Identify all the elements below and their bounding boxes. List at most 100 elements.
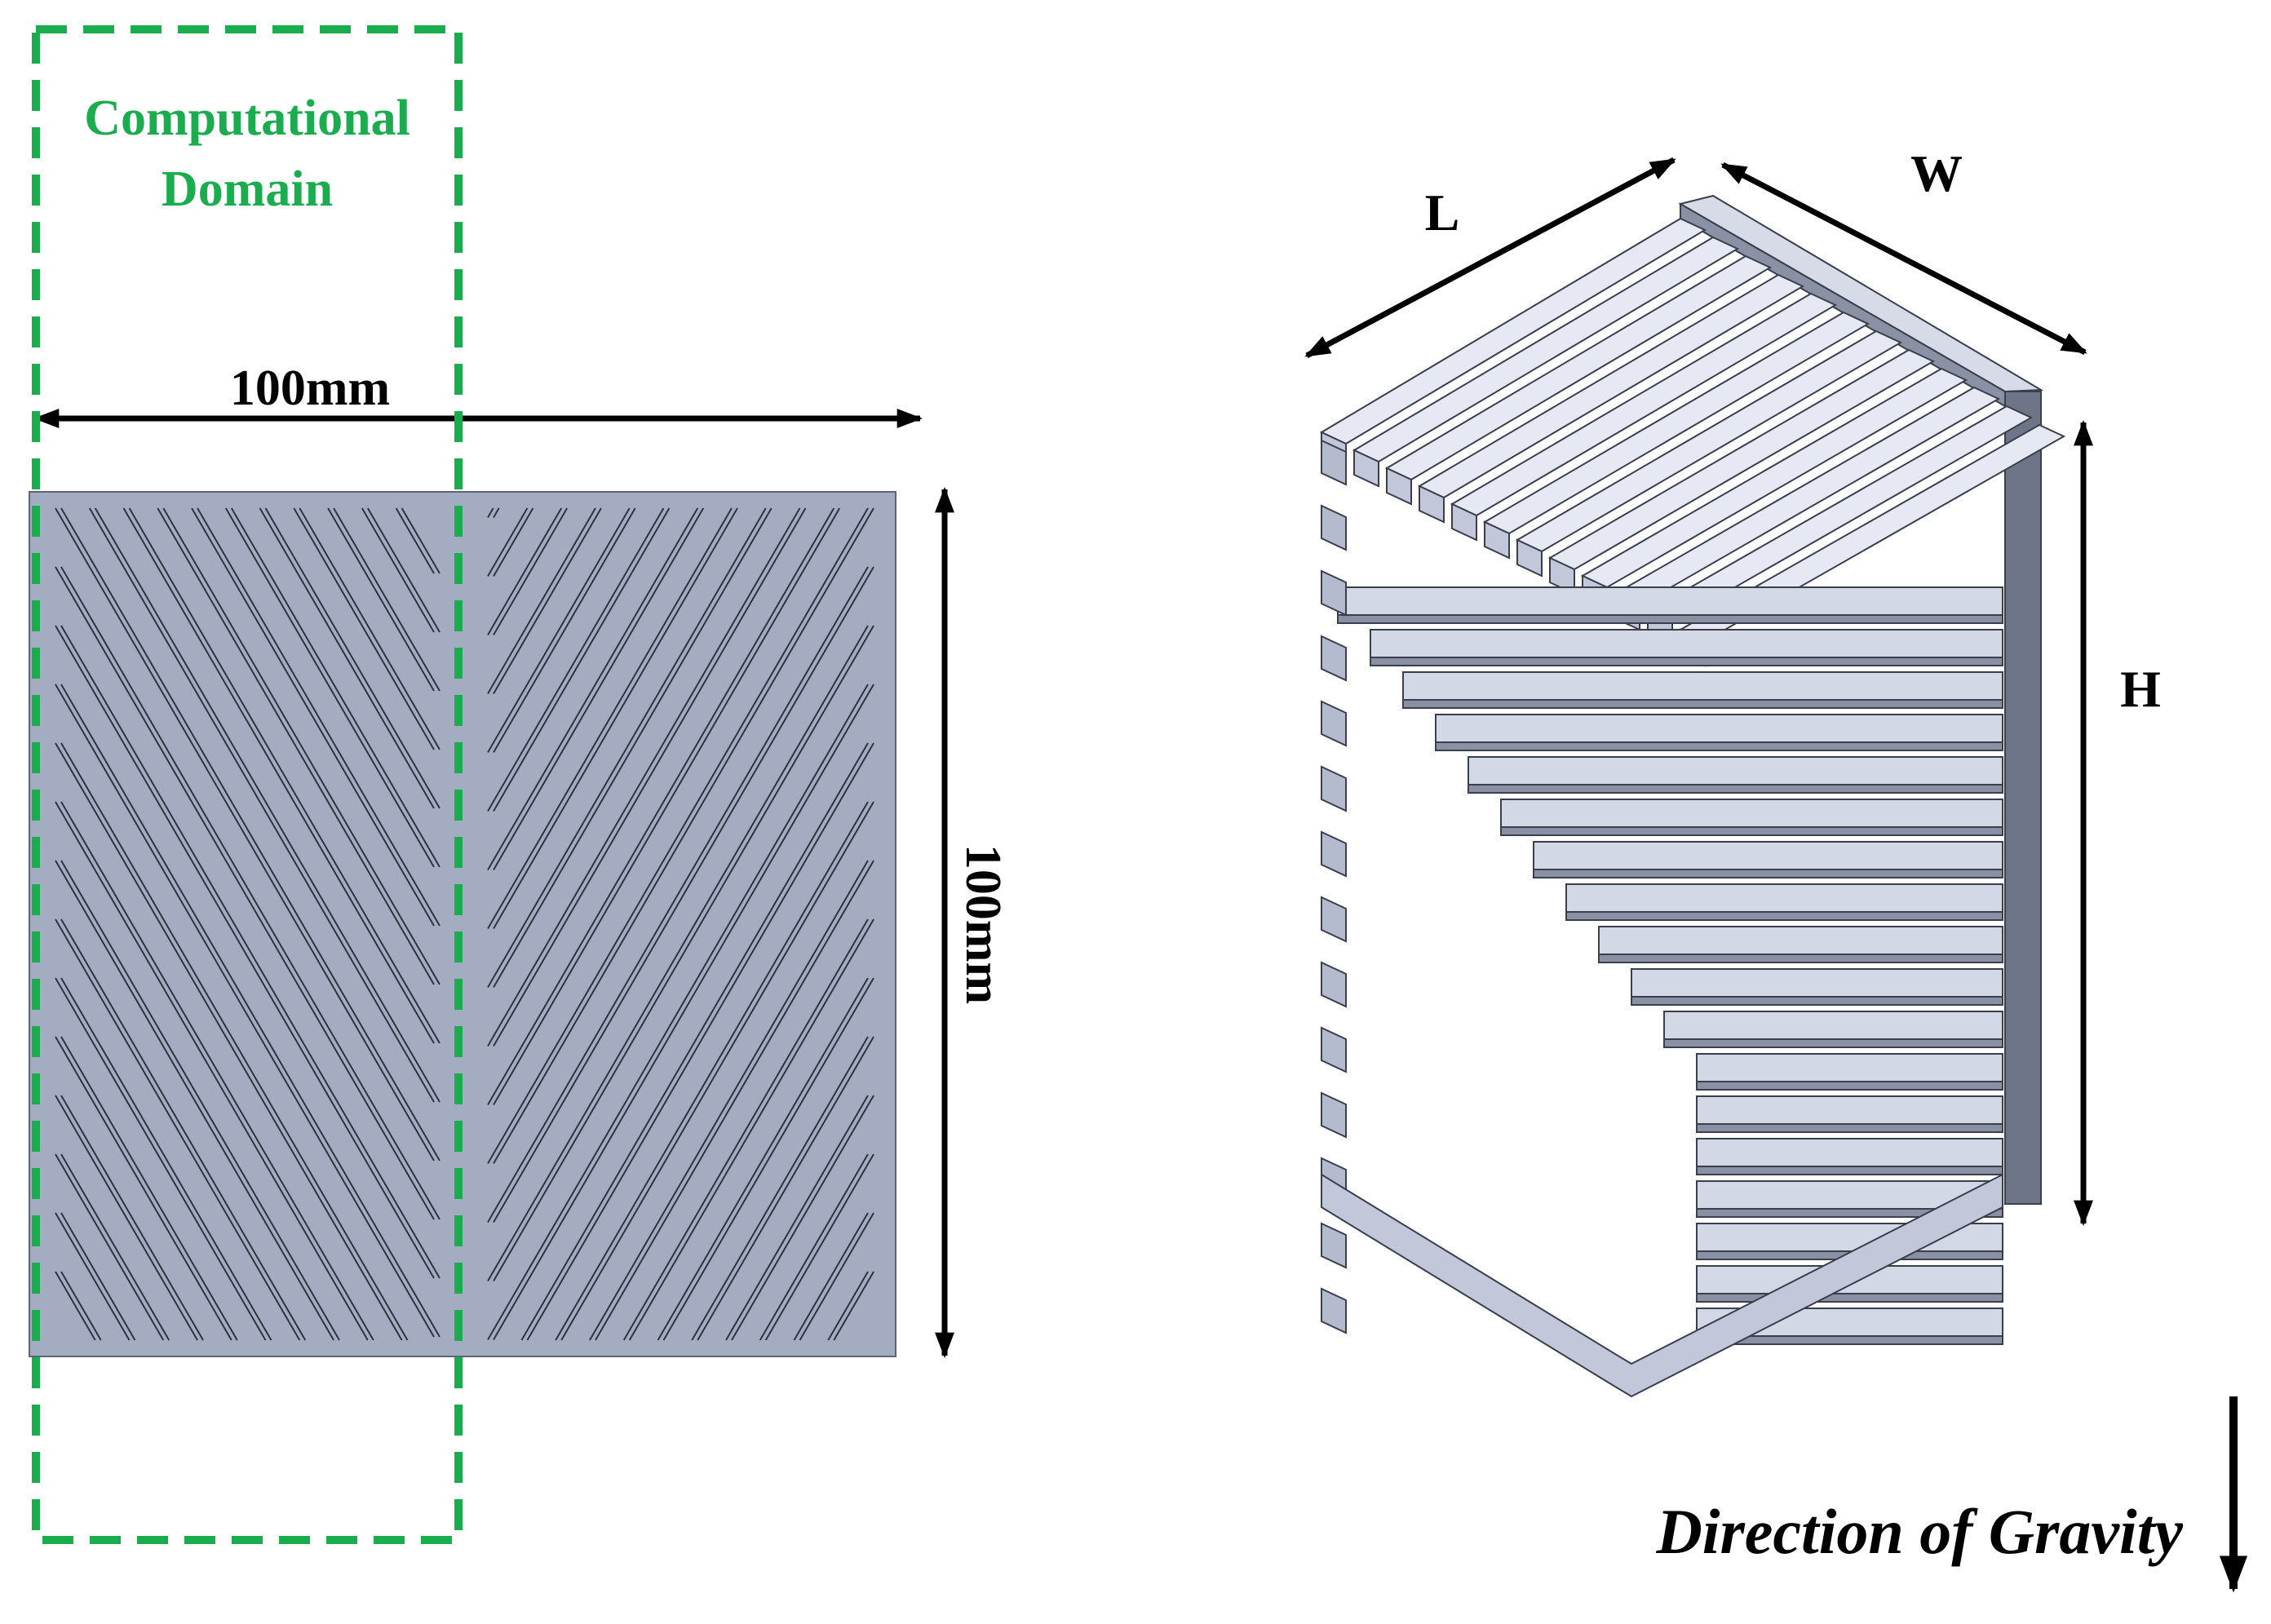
fin-shadow [1533,869,2003,878]
fin-front-edge [1321,569,1347,617]
fin-shadow [1696,1081,2003,1091]
groove-line [60,742,409,1341]
groove-line [157,507,435,985]
plate [29,491,896,1357]
groove-line [628,918,874,1341]
grooves-left [55,507,440,1341]
groove-line [493,507,500,518]
length-label: L [1425,184,1460,241]
groove-line [60,860,340,1341]
groove-line [299,507,440,750]
groove-line [493,507,534,577]
groove-line [94,507,440,1103]
groove-line [55,860,334,1341]
width-label: W [1910,144,1963,202]
domain-label-line1: Computational [84,91,410,146]
plate-top-view [29,491,896,1357]
width-dimension-label: 100mm [230,361,390,416]
fin-front-edge [1321,830,1347,878]
groove-line [793,1212,869,1341]
groove-line [293,507,435,750]
fin-shelf [1370,629,2003,658]
groove-line [55,977,267,1341]
groove-line [60,684,440,1338]
groove-line [833,1271,874,1341]
fin-front-edge [1321,1222,1347,1269]
fin-shelf [1631,968,2003,998]
fin-shelf [1402,671,2003,701]
fin-shadow [1435,741,2003,751]
fin-shelf [1468,756,2003,785]
fin-shelf [1435,714,2003,743]
groove-line [55,625,435,1279]
groove-line [230,507,440,868]
fin-front-edge [1321,1287,1347,1334]
groove-line [401,507,440,574]
groove-line [764,1153,874,1341]
groove-line [662,977,874,1341]
groove-line [725,1095,869,1341]
groove-line [55,1271,96,1341]
groove-line [520,742,869,1341]
groove-line [487,507,631,753]
groove-line [60,566,440,1220]
gravity-label: Direction of Gravity [1655,1496,2183,1567]
heat-sink-isometric [1319,194,2066,1398]
groove-line [493,507,772,988]
groove-line [60,801,374,1341]
groove-line [487,507,733,929]
groove-line [55,507,435,1162]
groove-line [560,801,874,1341]
groove-line [493,507,671,812]
fin-shadow [1598,954,2003,963]
groove-line [487,625,869,1281]
groove-line [487,507,665,812]
groove-line [122,507,435,1044]
groove-line [60,1212,136,1341]
fin-edge [1516,538,1543,577]
groove-line [60,1153,170,1341]
groove-line [487,507,563,635]
fin-shelf [1696,1138,2003,1167]
groove-line [224,507,435,868]
groove-line [493,507,874,1164]
groove-line [361,507,435,633]
fin-front-edge [1321,765,1347,812]
groove-line [493,566,874,1223]
fin-shelf [1598,926,2003,955]
groove-line [333,507,440,692]
groove-line [493,507,841,1105]
fin-shadow [1500,826,2003,836]
fin-edge [1451,502,1477,542]
groove-line [657,977,869,1341]
groove-line [622,918,869,1341]
fin-shelf [1500,799,2003,828]
groove-line [55,1153,165,1341]
groove-line [493,507,636,753]
fin-shadow [1696,1123,2003,1133]
groove-line [595,860,874,1341]
fin-shelf [1696,1053,2003,1082]
groove-line [487,507,494,518]
groove-line [55,1212,131,1341]
height-dimension-label: 100mm [955,844,1011,1004]
fin-edge [1484,520,1510,560]
fin-shelf [1696,1095,2003,1125]
fin-shadow [1370,657,2003,666]
groove-line [55,801,369,1341]
length-arrow [1304,157,1676,359]
fins [1319,217,2066,1398]
fin-front-edge [1321,439,1347,486]
groove-line [487,507,801,1047]
fin-front-edge [1321,896,1347,943]
groove-line [60,507,440,1162]
fin-shadow [1565,911,2003,921]
fin-shelf [1565,883,2003,913]
groove-line [55,1095,198,1341]
groove-line [366,507,440,633]
groove-line [799,1212,874,1341]
fin-shadow [1696,1166,2003,1175]
fin-shelf [1337,586,2003,616]
groove-line [55,684,435,1338]
fin-shadow [1631,996,2003,1006]
